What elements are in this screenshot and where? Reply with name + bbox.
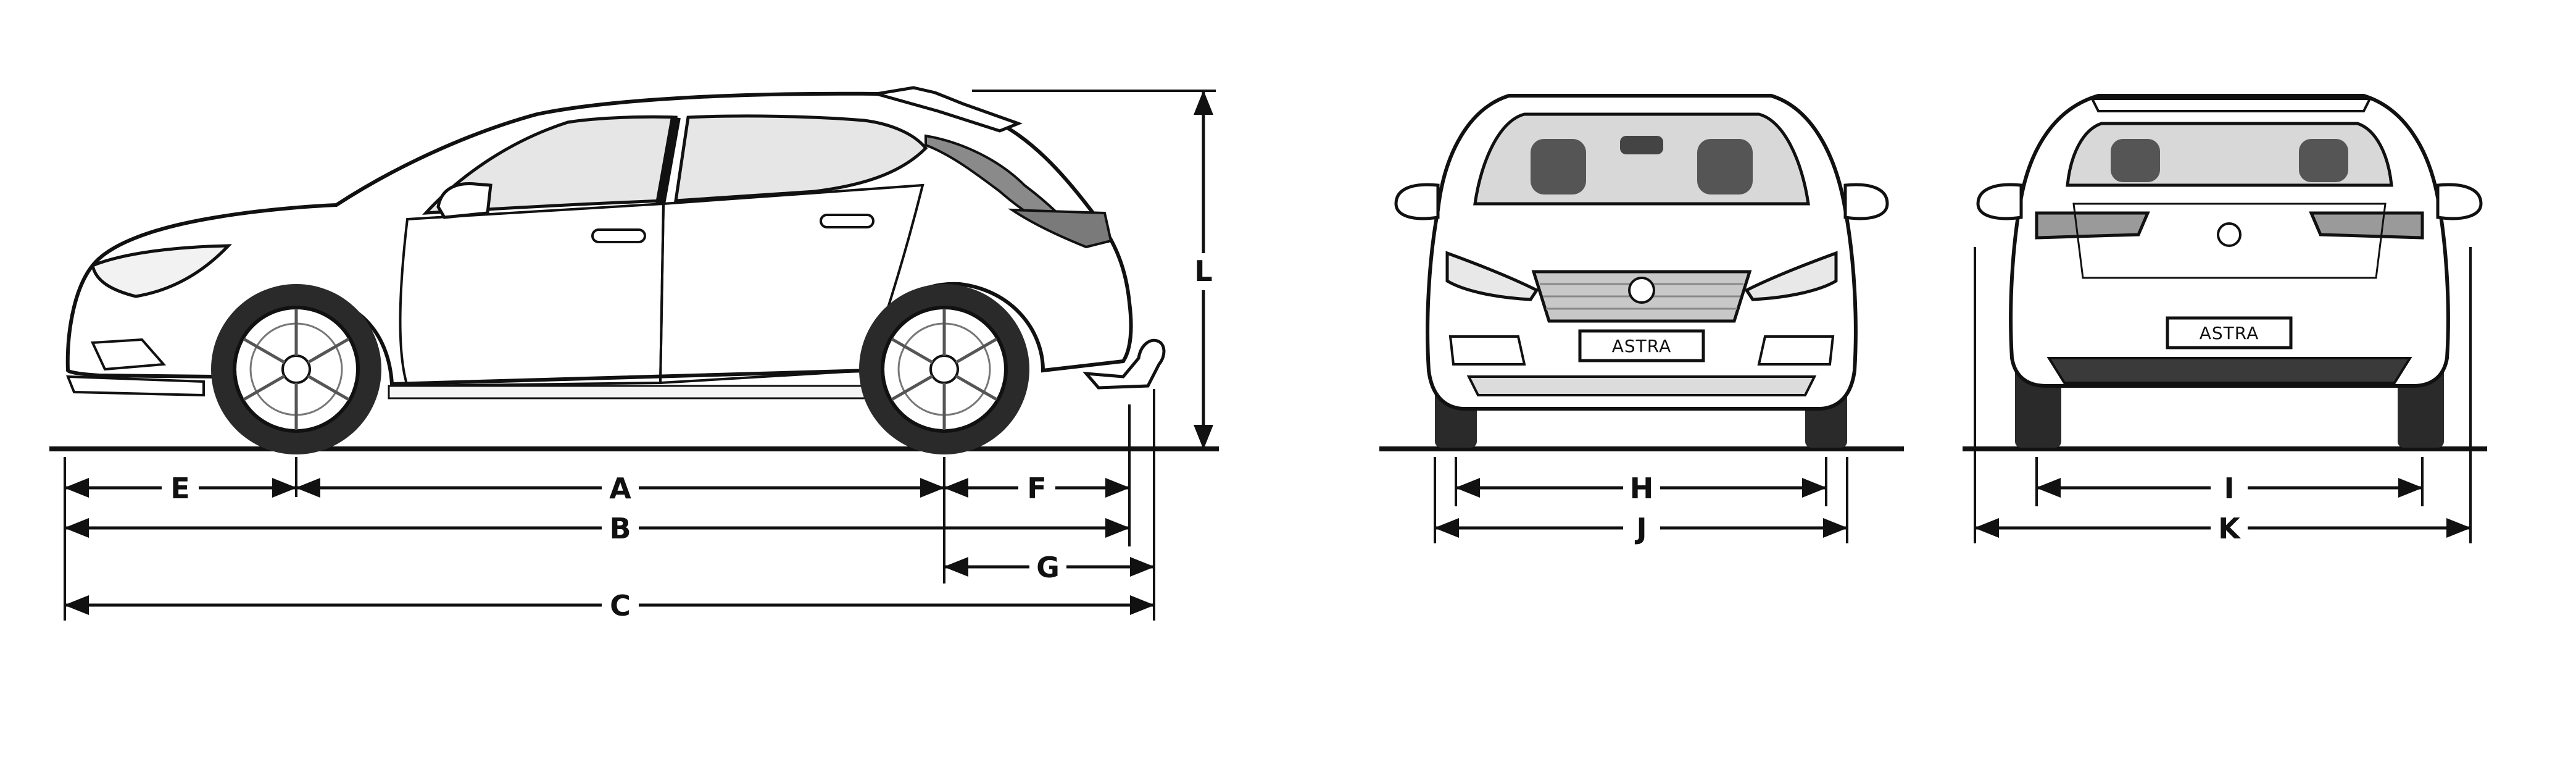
front-windscreen — [1473, 112, 1810, 206]
rear-taillight-left — [2035, 211, 2150, 240]
dim-L-label: L — [1194, 254, 1212, 288]
front-headlight-left — [1445, 251, 1539, 301]
front-view: ASTRA H J — [1379, 94, 1904, 545]
front-mirror-left — [1394, 183, 1440, 220]
front-door-handle — [591, 228, 646, 243]
dim-F-label: F — [1027, 472, 1046, 505]
side-taillight — [1008, 208, 1113, 249]
front-seat-right — [1697, 139, 1753, 194]
rear-view-mirror — [1620, 136, 1663, 154]
rear-mirror-left — [1976, 183, 2023, 220]
front-fog-left — [1448, 335, 1526, 366]
rear-door-handle — [820, 214, 875, 228]
rear-brand-logo — [2217, 222, 2242, 247]
front-lower-lip — [66, 375, 205, 397]
rear-number-plate — [2166, 316, 2293, 349]
front-seat-left — [1531, 139, 1586, 194]
rear-wheel — [859, 284, 1029, 454]
rear-diffuser — [2046, 357, 2412, 384]
tow-bar — [1082, 338, 1166, 390]
dim-C-label: C — [610, 589, 631, 622]
dim-G-label: G — [1036, 551, 1060, 584]
dim-K-label: K — [2218, 512, 2242, 545]
side-fog-light — [90, 338, 167, 371]
b-pillar — [655, 116, 681, 205]
rear-taillight-right — [2309, 211, 2424, 240]
side-view: E A F B G C L — [49, 86, 1222, 622]
front-fog-right — [1757, 335, 1835, 366]
side-headlight — [91, 244, 232, 298]
front-lower-intake — [1466, 375, 1817, 396]
rear-mirror-right — [2436, 183, 2483, 220]
roof-spoiler — [876, 86, 1023, 133]
rear-plate-text: ASTRA — [2200, 323, 2259, 343]
dim-H-label: H — [1630, 472, 1654, 505]
front-plate-text: ASTRA — [1612, 336, 1672, 356]
front-brand-logo — [1628, 277, 1655, 304]
side-mirror — [436, 182, 492, 219]
tailgate-outline — [2072, 203, 2387, 279]
rear-seat-left — [2111, 139, 2160, 182]
dim-A-label: A — [609, 472, 631, 505]
dim-E-label: E — [170, 472, 189, 505]
side-sill — [388, 385, 871, 399]
side-window-rear — [674, 114, 928, 203]
rear-seat-right — [2299, 139, 2348, 182]
rear-view: ASTRA I K — [1963, 94, 2487, 545]
front-mirror-right — [1843, 183, 1889, 220]
front-number-plate — [1578, 329, 1705, 362]
dim-I-label: I — [2224, 472, 2234, 505]
dim-B-label: B — [609, 512, 631, 545]
front-wheel — [211, 284, 381, 454]
dim-J-label: J — [1634, 512, 1647, 545]
front-headlight-right — [1744, 251, 1838, 301]
rear-spoiler — [2090, 98, 2372, 112]
